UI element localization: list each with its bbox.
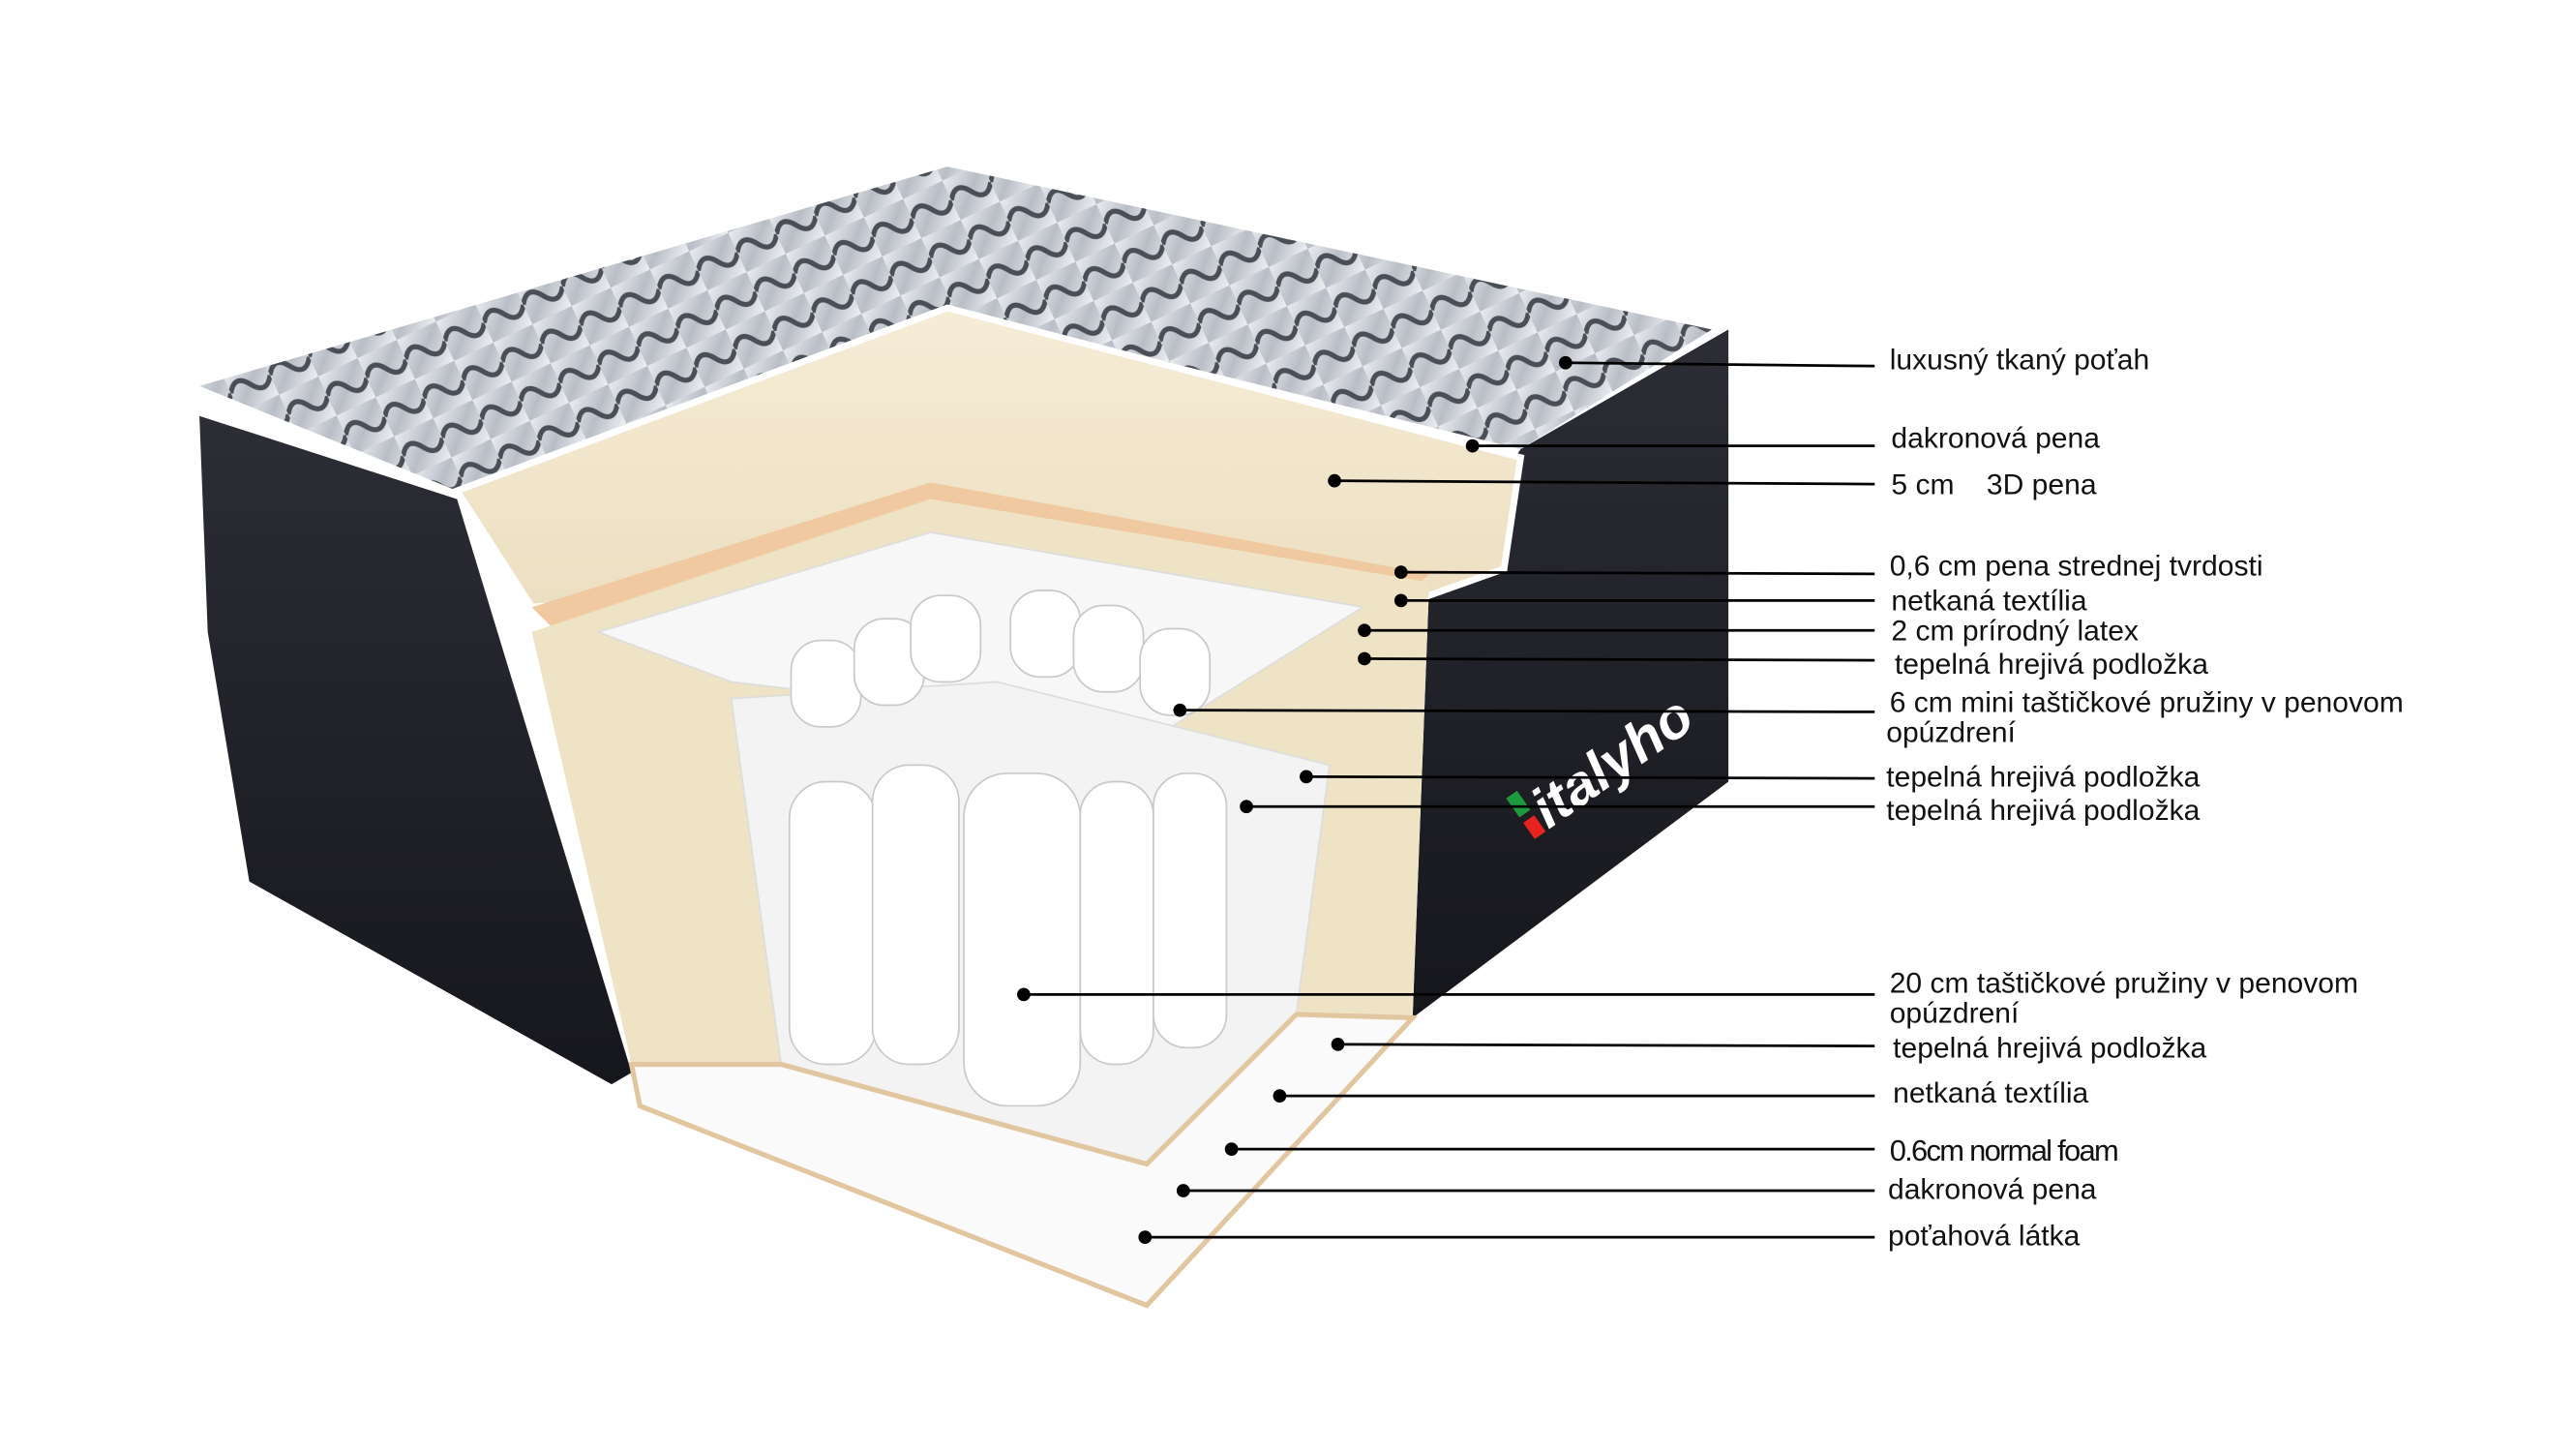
label-cover: luxusný tkaný poťah <box>1890 345 2150 377</box>
label-nonwoven-top: netkaná textília <box>1891 586 2086 618</box>
label-3d-foam: 5 cm 3D pena <box>1891 469 2096 500</box>
bottom-base-layer <box>628 1012 1419 1309</box>
label-nonwoven-bottom: netkaná textília <box>1893 1077 2088 1109</box>
label-cover-fabric: poťahová látka <box>1888 1221 2081 1253</box>
label-felt-pad-4: tepelná hrejivá podložka <box>1893 1033 2206 1065</box>
label-normal-foam: 0.6cm normal foam <box>1890 1134 2117 1167</box>
label-pocket-springs-line2: opúzdrení <box>1890 998 2020 1030</box>
label-dacron-foam-top: dakronová pena <box>1891 422 2100 454</box>
callout-leaders <box>1017 355 1875 1244</box>
label-felt-pad-1: tepelná hrejivá podložka <box>1895 649 2208 681</box>
label-dacron-foam-bottom: dakronová pena <box>1888 1174 2097 1206</box>
quilted-top-cover <box>199 166 1712 491</box>
label-mini-springs-line2: opúzdrení <box>1886 716 2016 748</box>
left-side-cover <box>199 415 632 1085</box>
label-mini-springs: 6 cm mini taštičkové pružiny v penovom <box>1890 686 2404 718</box>
callout-labels: luxusný tkaný poťah dakronová pena 5 cm … <box>1886 345 2403 1253</box>
label-felt-pad-3: tepelná hrejivá podložka <box>1886 795 2200 827</box>
mattress-illustration: italyho <box>199 166 1729 1309</box>
label-pocket-springs: 20 cm taštičkové pružiny v penovom <box>1890 968 2358 1000</box>
label-felt-pad-2: tepelná hrejivá podložka <box>1886 762 2200 794</box>
pocket-springs <box>788 590 1228 1107</box>
label-medium-foam: 0,6 cm pena strednej tvrdosti <box>1890 551 2263 583</box>
label-latex: 2 cm prírodný latex <box>1891 616 2139 648</box>
